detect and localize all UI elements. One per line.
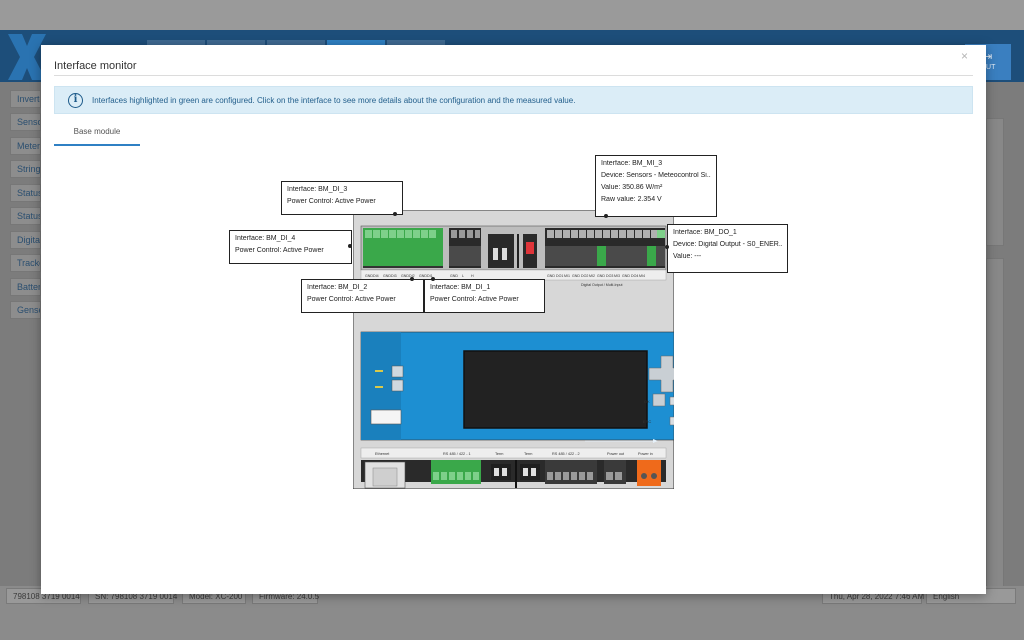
base-module-device: GND DI4 GND DI3 GND DI2 GND DI1 GND L H … [353,210,674,489]
tooltip-bm-di-4[interactable]: Interface: BM_DI_4 Power Control: Active… [229,230,352,264]
rs485-2-label: RS 485 / 422 - 2 [552,452,580,456]
tooltip-bm-do-1[interactable]: Interface: BM_DO_1 Device: Digital Outpu… [665,224,788,273]
power-in-terminal[interactable] [637,460,661,486]
tooltip-bm-di-3[interactable]: Interface: BM_DI_3 Power Control: Active… [281,181,403,216]
pin-label: DI3 [391,274,397,278]
pin-label: DI1 [427,274,433,278]
pin-label: GND [383,274,391,278]
can-terminal-block[interactable] [449,228,481,268]
pin-label: L [462,274,464,278]
sidebar-item[interactable]: Status [10,207,41,225]
sidebar-item[interactable]: Digital [10,231,41,249]
info-text: Interfaces highlighted in green are conf… [92,96,576,105]
rs485-1-label: RS 485 / 422 - 1 [443,452,471,456]
app-top-strip [0,0,1024,30]
pin-label: DO3 [606,274,613,278]
sidebar-item[interactable]: Tracke [10,254,41,272]
pin-label: DO2 [581,274,588,278]
app-logo [8,34,46,80]
tooltip-anchor-dot [348,244,352,248]
sidebar-item[interactable]: Meters [10,137,41,155]
rs485-2-terminal[interactable] [545,460,597,484]
pin-label: DO1 [556,274,563,278]
pin-label: MI3 [614,274,620,278]
pin-label: GND [401,274,409,278]
term-label: Term [524,452,532,456]
modal-title: Interface monitor [54,60,137,72]
pin-label: MI2 [589,274,595,278]
tab-base-module[interactable]: Base module [73,127,121,136]
pin-label: GND [597,274,605,278]
pin-label: MI4 [639,274,645,278]
rs485-1-terminal[interactable] [431,460,481,484]
pin-label: GND [572,274,580,278]
sidebar-item[interactable]: Inverte [10,90,41,108]
tooltip-anchor-dot [665,245,669,249]
ok-key-label: OK [644,399,650,404]
close-icon[interactable]: × [961,49,969,63]
tooltip-anchor-dot [604,214,608,218]
power-in-label: Power in [638,452,653,456]
esc-key-label: ESC [643,419,651,424]
tooltip-anchor-dot [393,212,397,216]
info-banner: i Interfaces highlighted in green are co… [54,86,973,114]
ethernet-port[interactable] [364,461,406,489]
logout-icon: ⇥ [983,51,993,63]
do-mi-terminal-block[interactable] [545,228,665,268]
tab-active-indicator [54,144,140,146]
pin-label: GND [450,274,458,278]
sidebar-item[interactable]: String [10,160,41,178]
sidebar-item[interactable]: Status [10,184,41,202]
logout-label: OUT [980,64,996,71]
app-sidebar [0,82,41,590]
app-right-card [986,258,1004,588]
tooltip-anchor-dot [431,277,435,281]
sidebar-item[interactable]: Senso [10,113,41,131]
pin-caption: Digital Output / Multi-Input [581,283,623,287]
pin-label: GND [365,274,373,278]
sidebar-item[interactable]: Gense [10,301,41,319]
app-right-card [986,118,1004,246]
pin-label: DO4 [631,274,638,278]
pin-label: DI2 [409,274,415,278]
power-out-label: Power out [607,452,625,456]
info-icon: i [68,93,83,108]
pin-label: GND [622,274,630,278]
pin-label: H [471,274,474,278]
interface-monitor-modal: Interface monitor × i Interfaces highlig… [41,45,986,594]
pin-label: DI4 [373,274,379,278]
tooltip-bm-di-2[interactable]: Interface: BM_DI_2 Power Control: Active… [301,277,424,313]
tooltip-bm-mi-3[interactable]: Interface: BM_MI_3 Device: Sensors - Met… [595,155,717,218]
sidebar-item[interactable]: Batteri [10,278,41,296]
tooltip-bm-di-1[interactable]: Interface: BM_DI_1 Power Control: Active… [424,277,545,313]
modal-divider [54,75,973,76]
ethernet-label: Ethernet [375,452,390,456]
di-terminal-block[interactable] [363,228,443,268]
term-label: Term [495,452,503,456]
pin-label: MI1 [564,274,570,278]
tooltip-anchor-dot [410,277,414,281]
pin-label: GND [419,274,427,278]
pin-label: GND [547,274,555,278]
